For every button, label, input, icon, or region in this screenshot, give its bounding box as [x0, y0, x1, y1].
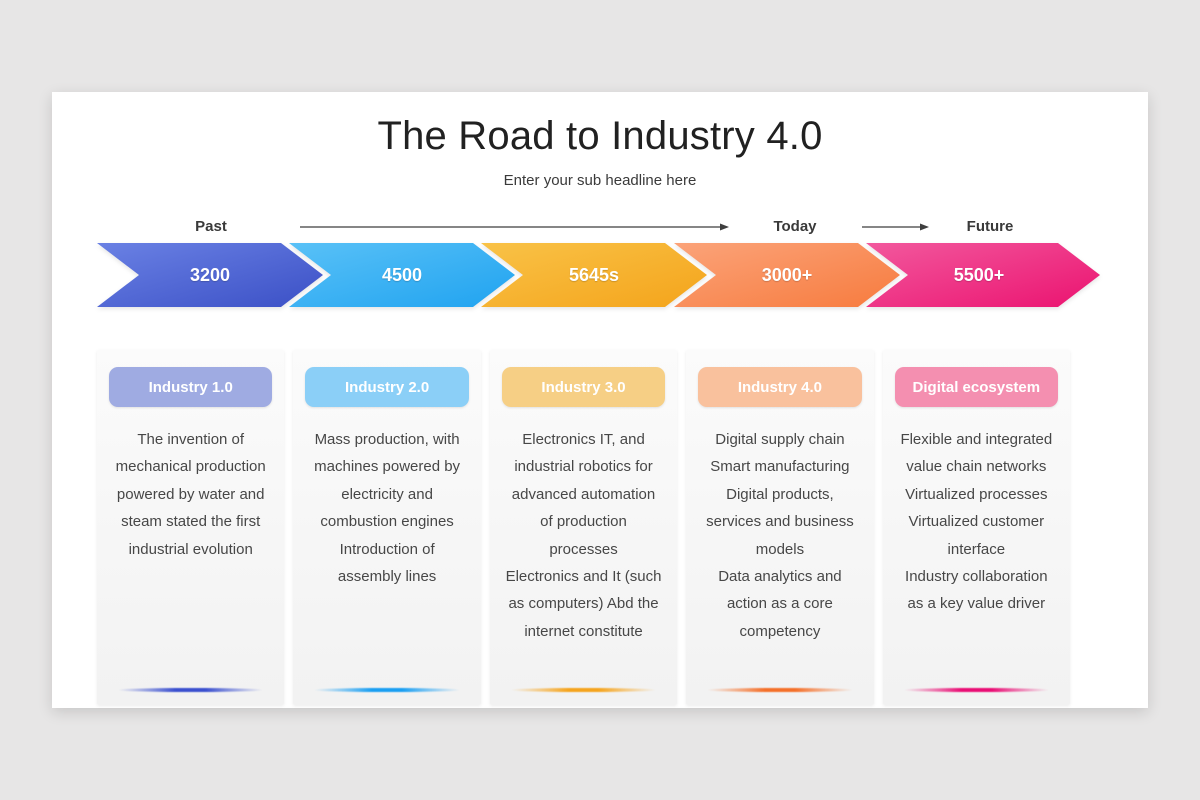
chevron-band: 3200 4500 5645s 3000+ 5500+: [97, 243, 1100, 307]
stage-badge: Industry 3.0: [501, 367, 666, 407]
chevron-shape-5: [866, 243, 1100, 307]
stage-card-industry-3: Industry 3.0 Electronics IT, and industr…: [489, 350, 678, 705]
stage-badge: Industry 4.0: [698, 367, 862, 407]
slide-canvas: The Road to Industry 4.0 Enter your sub …: [52, 92, 1148, 708]
chevron-year-labels: 3200 4500 5645s 3000+ 5500+: [97, 243, 1100, 307]
sub-headline: Enter your sub headline here: [503, 172, 697, 189]
chevron-year-1: 3200: [189, 264, 231, 285]
stage-card-industry-2: Industry 2.0 Mass production, with machi…: [293, 350, 481, 705]
stage-description: Electronics IT, and industrial robotics …: [505, 431, 662, 640]
stage-cards: Industry 1.0 The invention of mechanical…: [97, 350, 1071, 705]
stage-badge: Industry 1.0: [109, 367, 273, 407]
stage-badge: Industry 2.0: [305, 367, 469, 407]
chevron-shapes: [97, 243, 1100, 307]
stage-divider-glow: [115, 688, 267, 692]
timeline-label-future: Future: [966, 218, 1014, 235]
stage-description: The invention of mechanical production p…: [115, 431, 266, 558]
stage-divider-glow: [507, 688, 660, 692]
chevron-shape-4: [674, 243, 900, 307]
stage-card-digital-ecosystem: Digital ecosystem Flexible and integrate…: [882, 350, 1071, 705]
timeline-label-past: Past: [195, 218, 227, 235]
chevron-shape-2: [289, 243, 515, 307]
stage-description: Mass production, with machines powered b…: [314, 431, 461, 586]
chevron-shape-3: [481, 243, 707, 307]
stage-divider-glow: [704, 688, 856, 692]
stage-divider-glow: [311, 688, 463, 692]
chevron-year-3: 5645s: [568, 264, 620, 285]
stage-badge: Digital ecosystem: [894, 367, 1059, 407]
page-title: The Road to Industry 4.0: [377, 114, 823, 158]
chevron-year-4: 3000+: [761, 264, 813, 285]
stage-divider-glow: [900, 688, 1053, 692]
stage-description: Digital supply chain Smart manufacturing…: [706, 431, 854, 640]
chevron-year-5: 5500+: [953, 264, 1005, 285]
stage-description: Flexible and integrated value chain netw…: [900, 431, 1053, 613]
timeline-label-today: Today: [773, 218, 817, 235]
short-arrow-icon: [862, 223, 929, 231]
stage-card-industry-1: Industry 1.0 The invention of mechanical…: [97, 350, 285, 705]
chevron-year-2: 4500: [381, 264, 423, 285]
chevron-shape-1: [97, 243, 323, 307]
stage-card-industry-4: Industry 4.0 Digital supply chain Smart …: [686, 350, 874, 705]
long-arrow-icon: [300, 223, 729, 231]
